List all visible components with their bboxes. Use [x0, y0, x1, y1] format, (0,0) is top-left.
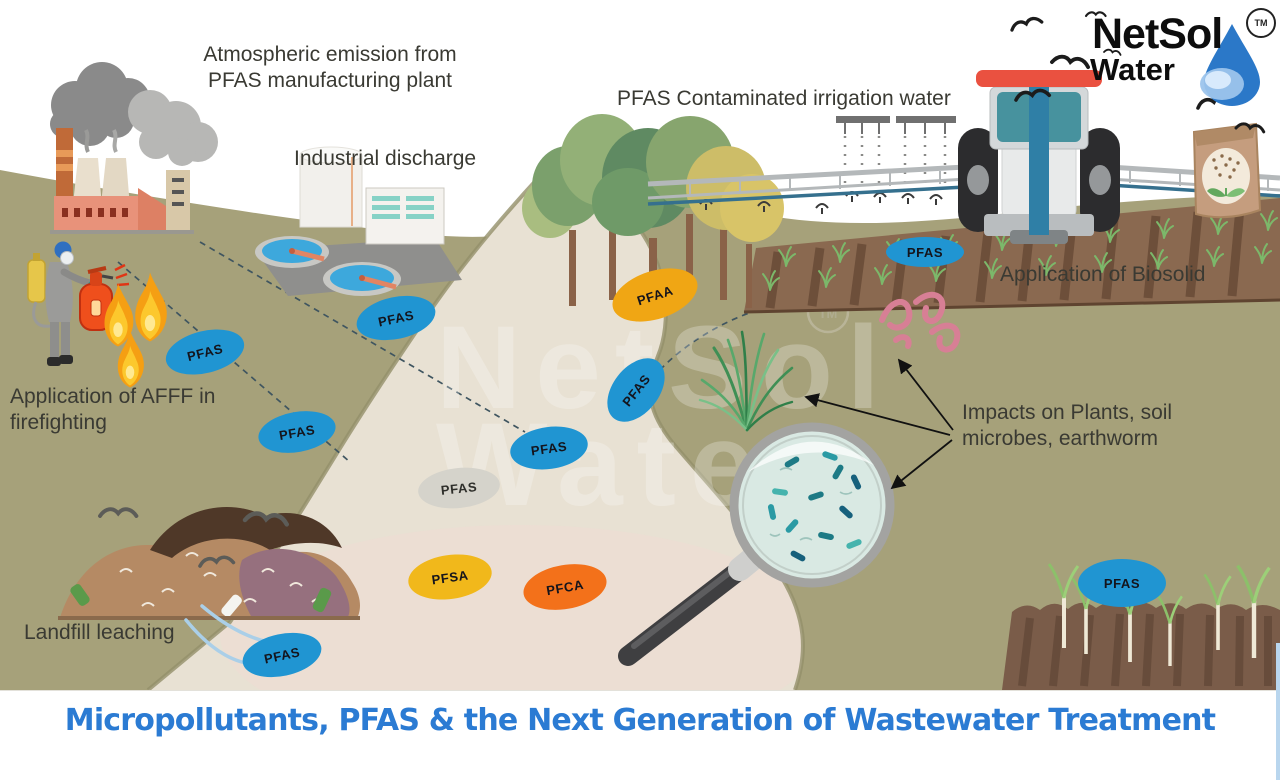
grass-tuft-icon: [698, 330, 794, 432]
logo-subname: Water: [1090, 52, 1175, 87]
label-application-afff: Application of AFFF in firefighting: [10, 385, 216, 435]
contaminant-label: PFAS: [440, 478, 478, 498]
contaminant-label: PFAS: [1103, 575, 1141, 591]
earthworms-icon: [879, 291, 961, 353]
label-landfill-leaching: Landfill leaching: [24, 621, 175, 644]
logo-name: NetSol: [1092, 10, 1223, 58]
contaminant-label: PFCA: [545, 576, 585, 598]
contaminant-oval: PFAS: [1078, 559, 1166, 607]
label-irrigation-water: PFAS Contaminated irrigation water: [617, 87, 951, 110]
trademark-icon: TM: [1246, 8, 1276, 38]
contaminant-label: PFAS: [262, 643, 302, 667]
factory-icon: [50, 62, 218, 234]
factory-smoke-light: [128, 90, 218, 166]
biosolid-bag-icon: [1192, 122, 1262, 219]
contaminant-oval: PFAS: [886, 237, 964, 267]
treatment-plant-icon: [255, 146, 462, 296]
page-title: Micropollutants, PFAS & the Next Generat…: [64, 703, 1216, 738]
contaminant-label: PFAS: [906, 244, 944, 260]
contaminant-label: PFAA: [635, 282, 675, 308]
contaminant-label: PFSA: [430, 566, 470, 588]
label-industrial-discharge: Industrial discharge: [294, 147, 477, 170]
contaminant-label: PFAS: [185, 340, 225, 364]
trademark-label: TM: [1254, 18, 1268, 28]
firefighter-icon: [27, 241, 96, 366]
impact-arrows: [804, 358, 954, 490]
microbes-icon: [767, 450, 863, 563]
label-impacts: Impacts on Plants, soil microbes, earthw…: [962, 401, 1173, 451]
label-application-biosolid: Application of Biosolid: [1000, 263, 1206, 286]
contaminant-label: PFAS: [277, 421, 317, 443]
landfill-icon: [58, 507, 360, 666]
factory-smoke-dark: [50, 62, 150, 146]
extinguisher-icon: [79, 263, 130, 331]
right-edge-line: [1276, 643, 1280, 780]
contaminant-label: PFAS: [376, 306, 416, 330]
water-drop-icon: [1200, 24, 1260, 106]
contaminant-label: PFAS: [529, 438, 569, 458]
soil-bed-icon: [1002, 562, 1280, 690]
contaminant-label: PFAS: [618, 371, 654, 409]
label-atmospheric-emission: Atmospheric emission from PFAS manufactu…: [203, 43, 457, 93]
title-band: Micropollutants, PFAS & the Next Generat…: [0, 690, 1280, 780]
tractor-sprayer-icon: [647, 70, 1280, 244]
magnifier-icon: [618, 422, 895, 666]
